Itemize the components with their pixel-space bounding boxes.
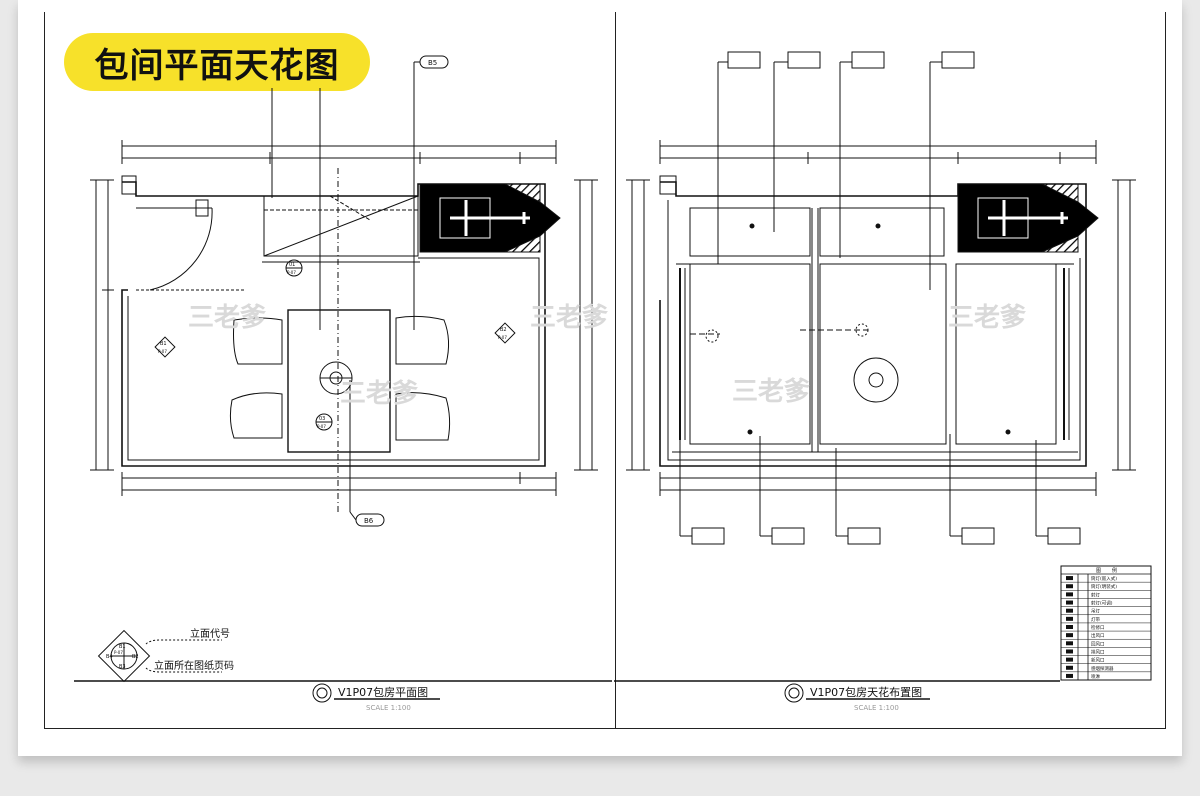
right-plan-scale: SCALE 1:100: [854, 704, 899, 712]
elev-mark-01: 01: [289, 262, 295, 268]
legend-row-label: 筒灯(明装式): [1091, 583, 1117, 590]
legend-symbol-icon: [1066, 633, 1073, 638]
legend-diamond-b3: B3: [119, 664, 126, 670]
legend-row-label: 回风口: [1091, 641, 1105, 647]
elev-mark-03: 03: [319, 416, 325, 422]
legend-diamond-b2: B2: [132, 654, 139, 660]
elev-mark-b2: B2: [500, 327, 507, 333]
legend-row-label: 灯带: [1091, 616, 1100, 623]
right-drawing-frame: [615, 12, 1166, 729]
elev-mark-01-sheet: P-07: [287, 270, 296, 275]
legend-diamond-sheet: P-07: [114, 650, 123, 655]
elev-mark-b2-sheet: P-07: [498, 335, 507, 340]
legend-row-label: 射灯(可调): [1091, 600, 1113, 607]
watermark-5: 三老爹: [948, 303, 1026, 333]
marker-b5-label: B5: [428, 59, 437, 67]
legend-sheet-code: 立面所在图纸页码: [154, 659, 234, 672]
left-plan-title: V1P07包房平面图: [338, 686, 428, 699]
left-floor-plan: [74, 55, 612, 703]
legend-symbol-icon: [1066, 584, 1073, 589]
legend-symbol-icon: [1066, 657, 1073, 662]
legend-row-label: 新风口: [1091, 657, 1105, 664]
watermark-2: 三老爹: [340, 379, 418, 409]
watermark-3: 三老爹: [530, 303, 608, 333]
legend-row-label: 筒灯(嵌入式): [1091, 575, 1117, 582]
legend-diamond-b1: B1: [119, 644, 126, 650]
legend-row-label: 感烟探测器: [1091, 665, 1114, 672]
legend-symbol-icon: [1066, 625, 1073, 629]
elev-mark-b1: B1: [160, 341, 167, 347]
left-plan-labels: B5 B6 B1 P-07 B2 P-07 01 P-07 03 P-07 B1…: [106, 59, 507, 712]
watermark-1: 三老爹: [188, 303, 266, 333]
legend-symbol-icon: [1066, 616, 1073, 621]
left-drawing-frame: [44, 12, 616, 729]
elev-mark-03-sheet: P-07: [317, 424, 326, 429]
legend-row-label: 检修口: [1091, 624, 1105, 631]
legend-symbol-icon: [1066, 576, 1073, 581]
legend-diamond-b4: B4: [106, 654, 113, 660]
legend-row-label: 吊灯: [1091, 608, 1100, 615]
legend-row-label: 出风口: [1091, 632, 1105, 639]
legend-header-1: 图: [1096, 568, 1101, 574]
legend-symbol-icon: [1066, 608, 1073, 613]
watermark-4: 三老爹: [732, 377, 810, 407]
legend-symbol-icon: [1066, 665, 1073, 670]
right-plan-title: V1P07包房天花布置图: [810, 686, 922, 699]
right-ceiling-plan: [614, 51, 1136, 703]
left-plan-scale: SCALE 1:100: [366, 704, 411, 712]
legend-table: 图 例 筒灯(嵌入式)筒灯(明装式)射灯射灯(可调)吊灯灯带检修口出风口回风口排…: [1060, 565, 1152, 681]
legend-symbol-icon: [1066, 649, 1073, 654]
marker-b6-label: B6: [364, 517, 374, 525]
legend-symbol-icon: [1066, 600, 1073, 605]
legend-symbol-icon: [1066, 592, 1073, 597]
legend-row-label: 喷淋: [1091, 673, 1100, 680]
legend-symbol-icon: [1066, 641, 1073, 646]
legend-header-2: 例: [1112, 567, 1117, 574]
elev-mark-b1-sheet: P-07: [158, 349, 167, 354]
legend-symbol-icon: [1066, 673, 1073, 678]
legend-row-label: 射灯: [1091, 591, 1100, 598]
right-plan-labels: V1P07包房天花布置图 SCALE 1:100 三老爹 三老爹 三老爹: [530, 303, 1026, 712]
legend-row-label: 排风口: [1091, 648, 1105, 655]
legend-elevation-code: 立面代号: [190, 627, 230, 640]
drawing-sheet: [18, 0, 1182, 756]
page-title-banner: 包间平面天花图: [64, 33, 370, 91]
